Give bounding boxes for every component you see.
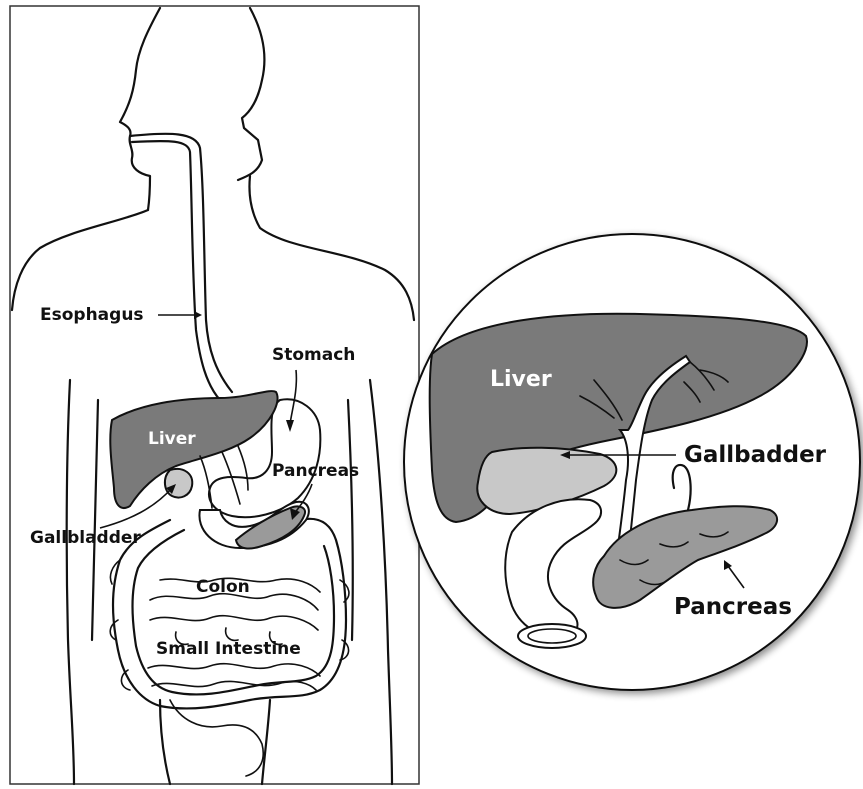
label-colon: Colon (196, 577, 250, 597)
body-outline (12, 8, 414, 784)
label-stomach: Stomach (272, 345, 355, 365)
label-esophagus: Esophagus (40, 305, 144, 325)
label-gallbladder-inset: Gallbadder (684, 442, 827, 468)
label-liver-inset: Liver (490, 367, 552, 392)
body-panel-frame (10, 6, 419, 784)
label-pancreas-body: Pancreas (272, 461, 359, 481)
label-pancreas-inset: Pancreas (674, 594, 792, 620)
arrow-esophagus (158, 311, 202, 319)
label-gallbladder-body: Gallbladder (30, 528, 141, 548)
gallbladder-body (165, 469, 192, 498)
label-small-intestine: Small Intestine (156, 639, 301, 659)
label-liver-body: Liver (148, 429, 196, 449)
small-intestine (148, 578, 320, 776)
